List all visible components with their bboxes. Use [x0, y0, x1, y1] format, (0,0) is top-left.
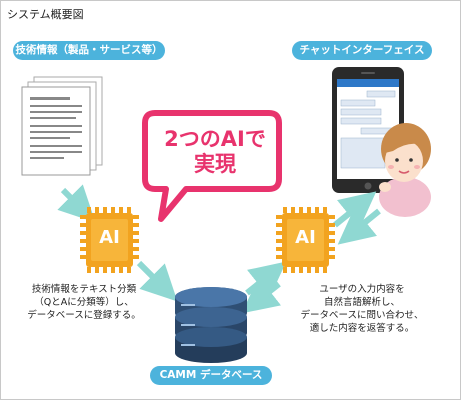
- database-label: CAMM データベース: [150, 366, 272, 385]
- user-avatar-icon: [379, 123, 431, 217]
- document-stack-icon: [21, 76, 103, 176]
- left-ai-chip-label: AI: [99, 227, 120, 248]
- arrow-docs-to-left-ai: [57, 184, 96, 223]
- tech-info-label: 技術情報（製品・サービス等）: [13, 41, 165, 60]
- left-ai-chip-icon: [80, 207, 139, 273]
- right-caption: ユーザの入力内容を 自然言語解析し、 データベースに問い合わせ、 適した内容を返…: [277, 283, 447, 335]
- right-caption-line: ユーザの入力内容を: [319, 284, 405, 295]
- arrow-user-to-ai: [337, 207, 381, 245]
- right-ai-chip-label: AI: [295, 227, 316, 248]
- left-caption-line: （QとAに分類等）し、: [34, 297, 134, 308]
- left-caption-line: 技術情報をテキスト分類: [31, 284, 137, 295]
- arrow-left-ai-to-db: [136, 260, 178, 302]
- bubble-line-1: 2つのAIで: [164, 127, 266, 151]
- right-caption-line: データベースに問い合わせ、: [300, 310, 424, 321]
- right-caption-line: 自然言語解析し、: [323, 297, 400, 308]
- database-icon: [175, 287, 247, 363]
- left-caption: 技術情報をテキスト分類 （QとAに分類等）し、 データベースに登録する。: [9, 283, 159, 322]
- speech-bubble: [142, 110, 282, 222]
- right-caption-line: 適した内容を返答する。: [309, 323, 415, 334]
- left-caption-line: データベースに登録する。: [27, 310, 141, 321]
- bubble-line-2: 実現: [194, 152, 236, 176]
- chat-interface-label: チャットインターフェイス: [292, 41, 432, 60]
- diagram-title: システム概要図: [7, 8, 84, 21]
- arrow-db-to-right-ai: [245, 261, 287, 299]
- right-ai-chip-icon: [276, 207, 335, 273]
